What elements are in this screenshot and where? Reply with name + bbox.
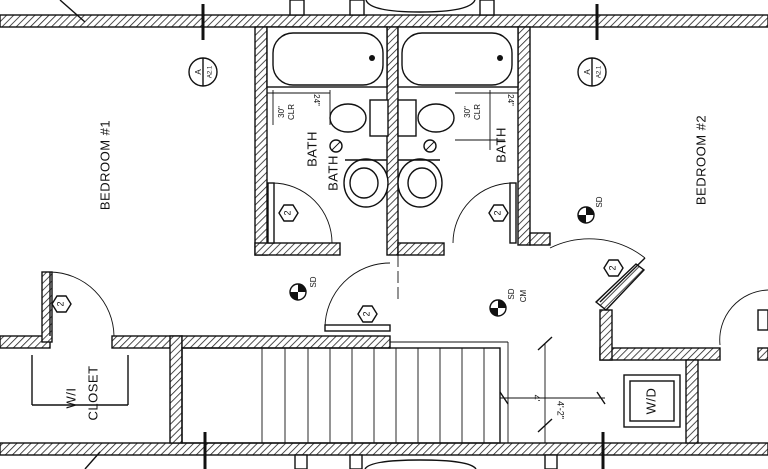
washer-dryer: [623, 374, 681, 428]
dimension-label: 24": [312, 94, 321, 106]
room-label-bedroom-2: BEDROOM #2: [693, 115, 708, 205]
section-marker-letter: A: [194, 69, 203, 75]
bathtub-left: [266, 26, 388, 88]
interior-walls: [0, 263, 768, 444]
door-hall: [324, 262, 391, 332]
dimension-label: 24": [506, 94, 515, 106]
door-tag: 2: [357, 305, 378, 323]
door-tag: 2: [488, 204, 509, 222]
clearance-label: 30": [463, 106, 472, 118]
room-label-bath-inner: BATH: [325, 155, 340, 191]
section-marker-right: A A2.1: [577, 57, 607, 87]
device-label: SD: [309, 276, 318, 287]
clearance-label: CLR: [473, 104, 482, 120]
door-bath-left: [267, 182, 333, 244]
sink-right: [397, 158, 443, 208]
bath-accessories: [329, 139, 437, 153]
svg-text:2: 2: [282, 210, 292, 215]
svg-text:2: 2: [361, 311, 371, 316]
room-label-closet: CLOSET: [85, 365, 100, 420]
device-label: SD: [595, 196, 604, 207]
stair-dimension-label: 4'-2": [556, 401, 566, 419]
clearance-lines: [267, 90, 518, 150]
door-tag: 2: [51, 295, 72, 313]
section-marker-sheet: A2.1: [597, 65, 603, 78]
section-marker-sheet: A2.1: [208, 65, 214, 78]
washer-dryer-label: W/D: [643, 388, 658, 415]
closet-shelves: [31, 355, 129, 406]
smoke-detector-icon: [289, 283, 307, 301]
door-bedroom-2: [549, 238, 646, 303]
stair: [181, 341, 509, 444]
svg-text:2: 2: [492, 210, 502, 215]
room-label-bedroom-1: BEDROOM #1: [97, 120, 112, 210]
clearance-label: CLR: [287, 104, 296, 120]
clearance-label: 30": [277, 106, 286, 118]
door-right-edge: [719, 289, 768, 346]
device-label: CM: [519, 289, 528, 302]
room-label-bath-left: BATH: [304, 131, 319, 167]
bathtub-right: [397, 26, 519, 88]
stair-dimension-label: 4': [532, 395, 542, 402]
door-closet: [49, 271, 115, 337]
smoke-detector-icon: [577, 206, 595, 224]
room-label-closet-wi: W/I: [63, 388, 78, 409]
door-bath-right: [452, 182, 517, 244]
smoke-co-detector-icon: [489, 299, 507, 317]
room-label-bath-right: BATH: [493, 127, 508, 163]
section-marker-letter: A: [583, 69, 592, 75]
toilet-right: [397, 99, 455, 137]
section-marker-left: A A2.1: [188, 57, 218, 87]
dimension-lines: [499, 336, 606, 443]
door-tag: 2: [603, 259, 624, 277]
sink-left: [343, 158, 389, 208]
bath-walls: [254, 26, 551, 256]
toilet-left: [329, 99, 389, 137]
svg-text:2: 2: [607, 265, 617, 270]
door-tag: 2: [278, 204, 299, 222]
device-label: SD: [507, 288, 516, 299]
exterior-wall-bottom: [0, 432, 768, 469]
svg-text:2: 2: [55, 301, 65, 306]
